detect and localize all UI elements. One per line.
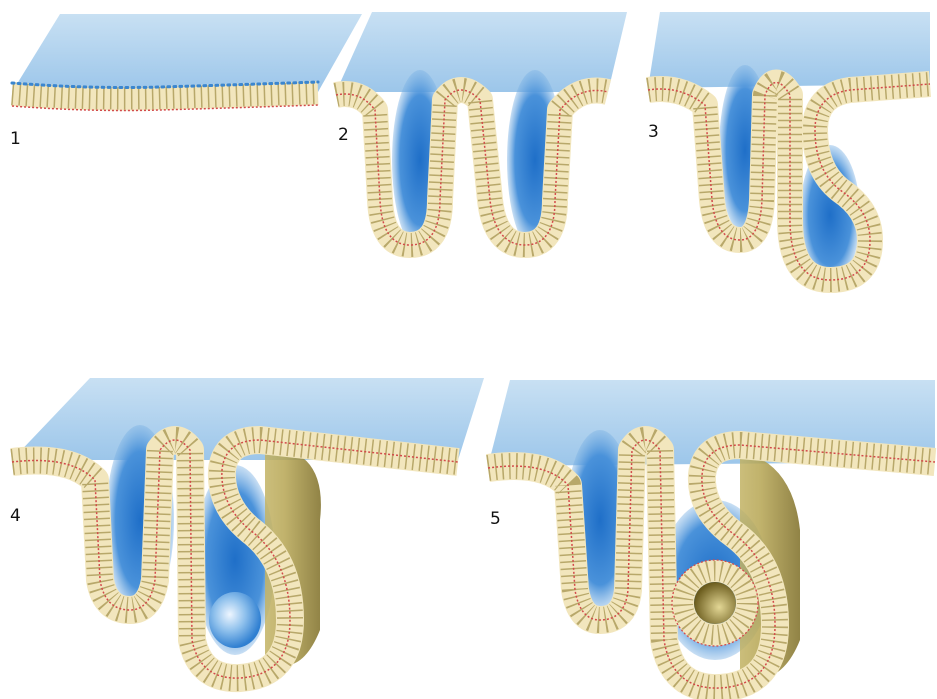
stage-4-vesicle-forming [12,378,484,678]
stage-3-tube-forming [648,12,930,285]
stage-1-flat-plate [12,14,362,111]
stage-label-3: 3 [648,124,659,141]
stage-5-closed-tube [488,380,935,688]
stage-label-5: 5 [490,511,501,528]
stage-label-2: 2 [338,127,349,144]
stage-label-1: 1 [10,131,21,148]
stage-label-4: 4 [10,508,21,525]
stage-2-two-folds [336,12,627,250]
